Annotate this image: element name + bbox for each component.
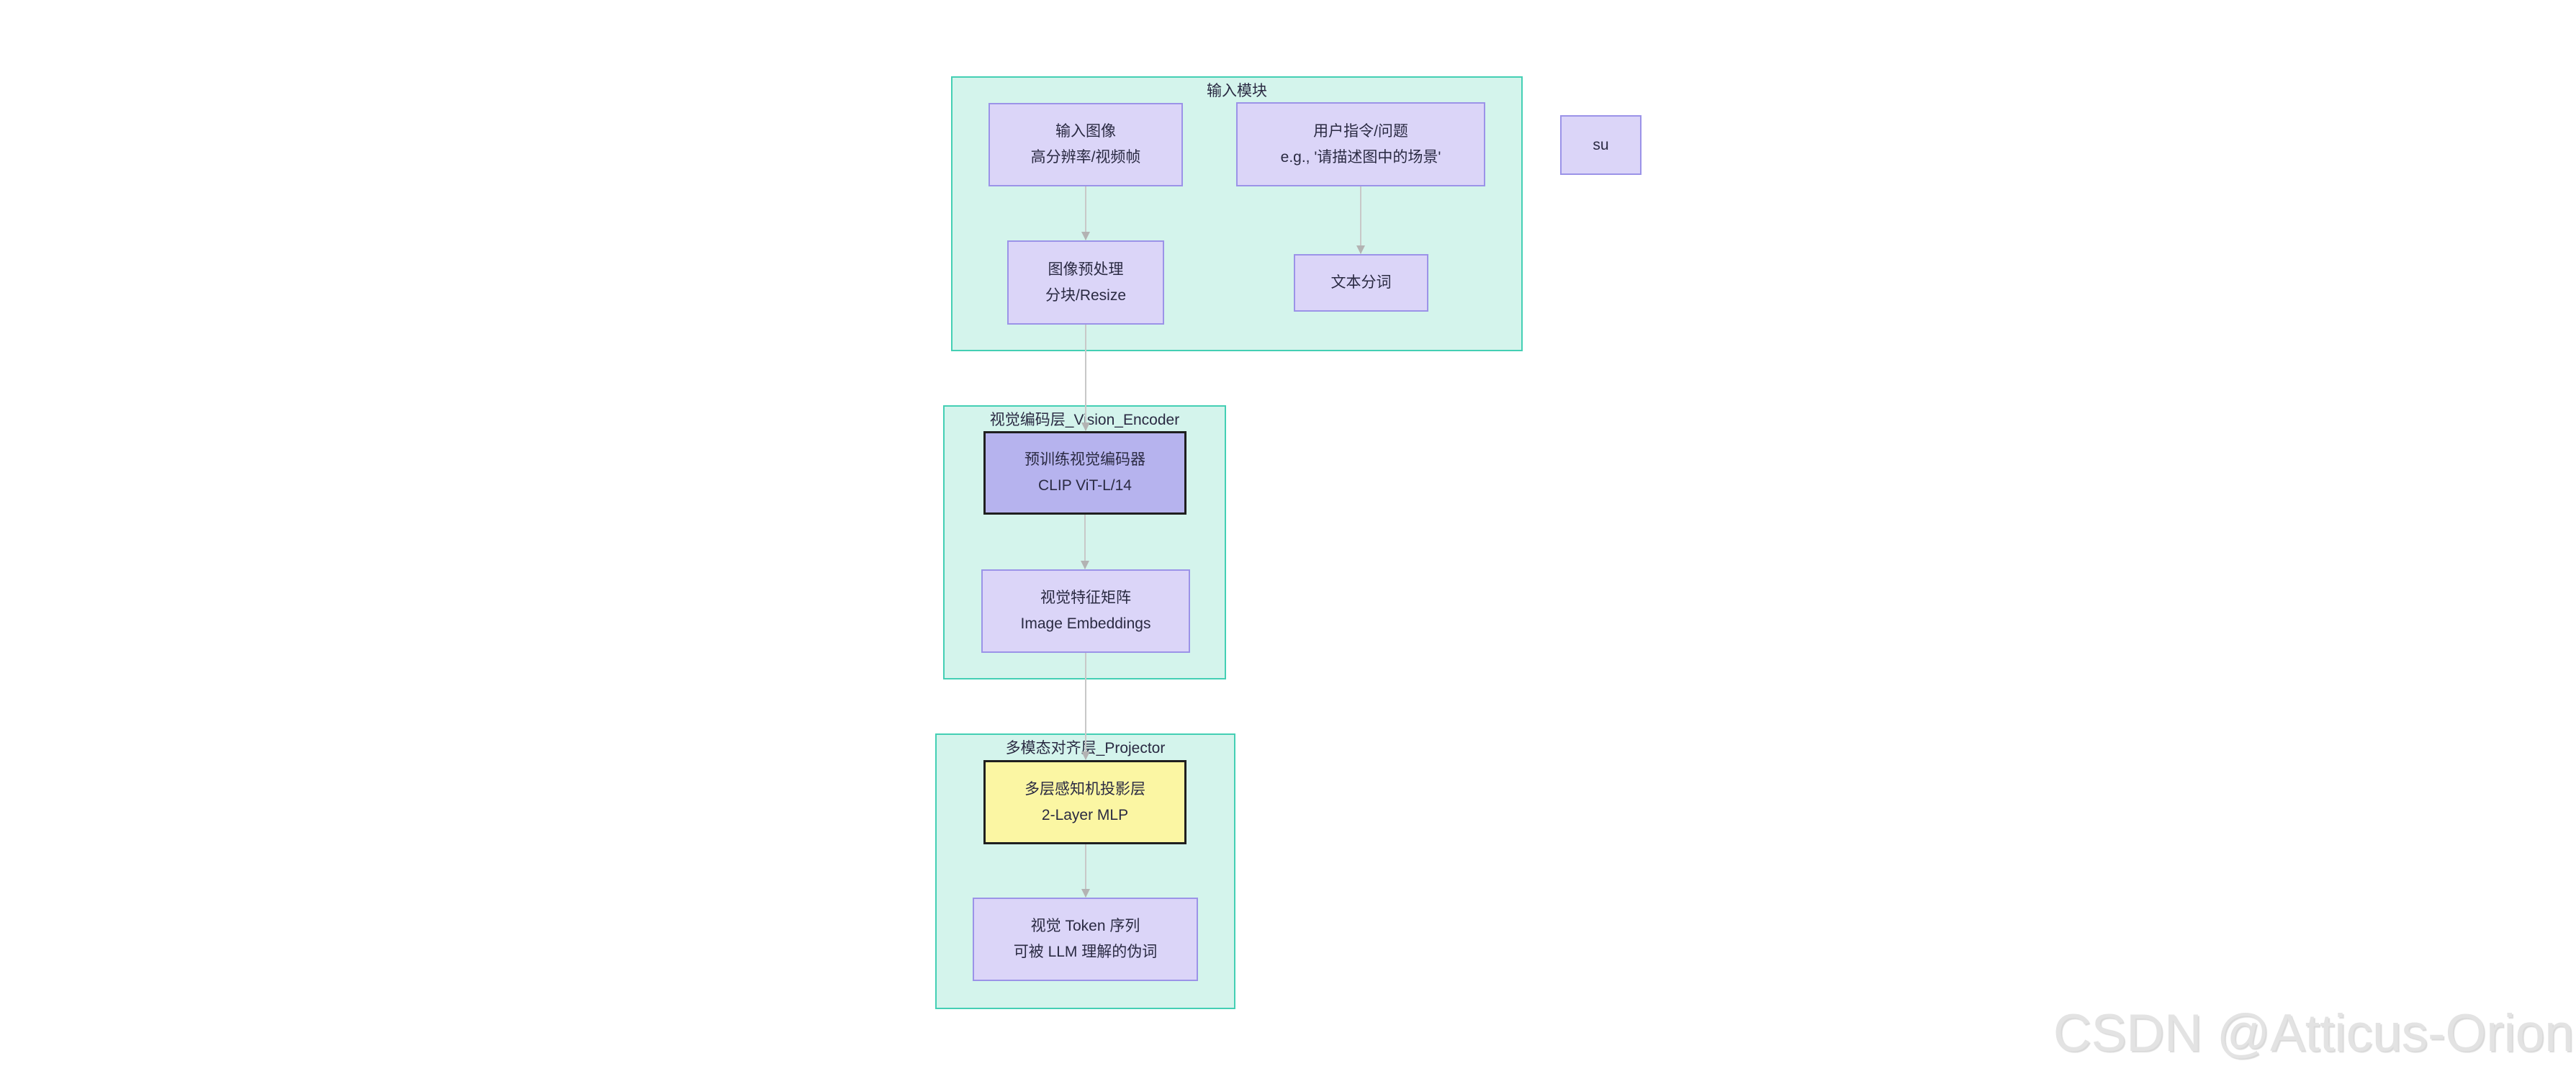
node-pretrained-encoder-line2: CLIP ViT-L/14 xyxy=(1038,477,1132,494)
node-input-image-line1: 输入图像 xyxy=(1055,123,1116,140)
node-visual-tokens-line1: 视觉 Token 序列 xyxy=(1030,918,1140,934)
cluster-vision-encoder-title: 视觉编码层_Vision_Encoder xyxy=(989,412,1180,428)
cluster-input-module-title: 输入模块 xyxy=(1207,83,1267,99)
cluster-projector-title: 多模态对齐层_Projector xyxy=(1005,740,1166,756)
node-image-preprocess: 图像预处理 分块/Resize xyxy=(1007,240,1164,325)
node-su-line1: su xyxy=(1593,136,1609,153)
node-image-embeddings-line1: 视觉特征矩阵 xyxy=(1040,590,1131,606)
node-input-image-line2: 高分辨率/视频帧 xyxy=(1030,149,1141,166)
node-image-preprocess-line2: 分块/Resize xyxy=(1045,286,1127,304)
node-image-embeddings-line2: Image Embeddings xyxy=(1020,615,1151,632)
node-user-instruction: 用户指令/问题 e.g., '请描述图中的场景' xyxy=(1236,102,1485,186)
node-visual-tokens-line2: 可被 LLM 理解的伪词 xyxy=(1013,944,1158,960)
node-user-instruction-line1: 用户指令/问题 xyxy=(1313,122,1408,140)
node-text-tokenize: 文本分词 xyxy=(1294,254,1428,312)
node-user-instruction-line2: e.g., '请描述图中的场景' xyxy=(1280,148,1441,166)
node-image-preprocess-line1: 图像预处理 xyxy=(1048,261,1124,278)
node-image-embeddings: 视觉特征矩阵 Image Embeddings xyxy=(981,569,1190,653)
node-mlp-projector-line1: 多层感知机投影层 xyxy=(1024,780,1145,798)
node-mlp-projector-line2: 2-Layer MLP xyxy=(1041,806,1129,823)
node-su: su xyxy=(1560,115,1641,175)
csdn-watermark: CSDN @Atticus-Orion xyxy=(2053,1004,2574,1062)
node-mlp-projector: 多层感知机投影层 2-Layer MLP xyxy=(983,760,1186,844)
node-text-tokenize-line1: 文本分词 xyxy=(1330,274,1392,291)
node-pretrained-encoder: 预训练视觉编码器 CLIP ViT-L/14 xyxy=(983,431,1186,515)
node-visual-tokens: 视觉 Token 序列 可被 LLM 理解的伪词 xyxy=(973,898,1198,981)
node-pretrained-encoder-line1: 预训练视觉编码器 xyxy=(1024,451,1145,468)
node-input-image: 输入图像 高分辨率/视频帧 xyxy=(988,103,1183,186)
